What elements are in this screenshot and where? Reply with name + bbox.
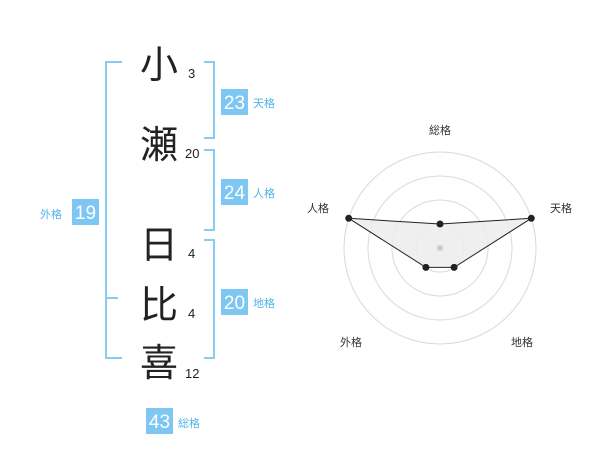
radar-point-5 xyxy=(345,214,353,222)
name-char-3: 日 xyxy=(140,223,178,267)
name-char-5: 喜 xyxy=(140,341,178,385)
radar-chart: 総格 天格 地格 外格 人格 xyxy=(307,123,572,349)
radar-point-1 xyxy=(436,220,444,228)
tenkaku-label: 天格 xyxy=(253,96,275,110)
radar-point-4 xyxy=(422,263,430,271)
tenkaku-value: 23 xyxy=(224,93,245,114)
stroke-count-2: 20 xyxy=(185,146,199,161)
name-characters: 小 3 瀬 20 日 4 比 4 喜 12 xyxy=(140,43,199,385)
tenkaku-box xyxy=(221,89,248,115)
jinkaku-box xyxy=(221,179,248,205)
gaikaku-value: 19 xyxy=(75,203,96,224)
radar-axis-label-soukaku: 総格 xyxy=(429,123,451,137)
stroke-count-5: 12 xyxy=(185,366,199,381)
chikaku-value: 20 xyxy=(224,293,245,314)
radar-point-2 xyxy=(527,214,535,222)
name-char-1: 小 xyxy=(140,43,178,87)
radar-axis-label-gaikaku: 外格 xyxy=(340,335,362,349)
stroke-count-4: 4 xyxy=(188,306,195,321)
gaikaku-bracket xyxy=(105,61,122,359)
tenkaku-result: 23 天格 xyxy=(221,89,275,115)
jinkaku-label: 人格 xyxy=(253,186,275,200)
soukaku-box xyxy=(146,408,173,434)
brackets xyxy=(105,61,215,359)
radar-ring-2 xyxy=(391,199,489,297)
name-char-2: 瀬 xyxy=(140,123,178,167)
chikaku-bracket xyxy=(204,239,215,359)
radar-center-dot xyxy=(437,245,443,251)
soukaku-value: 43 xyxy=(149,412,170,433)
chikaku-label: 地格 xyxy=(253,296,275,310)
gaikaku-result: 外格 19 xyxy=(40,199,99,225)
stroke-count-3: 4 xyxy=(188,246,195,261)
radar-ring-3 xyxy=(367,175,513,321)
stroke-count-1: 3 xyxy=(188,66,195,81)
jinkaku-bracket xyxy=(204,149,215,231)
radar-axis-label-chikaku: 地格 xyxy=(511,335,533,349)
radar-area xyxy=(348,217,532,268)
radar-axis-label-tenkaku: 天格 xyxy=(550,201,572,215)
radar-points xyxy=(345,214,535,271)
gaikaku-box xyxy=(72,199,99,225)
soukaku-label: 総格 xyxy=(178,416,200,430)
jinkaku-result: 24 人格 xyxy=(221,179,275,205)
radar-axis-label-jinkaku: 人格 xyxy=(307,201,329,215)
soukaku-result: 43 総格 xyxy=(146,408,200,434)
jinkaku-value: 24 xyxy=(224,183,246,204)
chikaku-box xyxy=(221,289,248,315)
gaikaku-label: 外格 xyxy=(40,207,62,221)
radar-point-3 xyxy=(450,263,458,271)
radar-ring-4 xyxy=(343,151,537,345)
name-char-4: 比 xyxy=(140,283,178,327)
chikaku-result: 20 地格 xyxy=(221,289,275,315)
tenkaku-bracket xyxy=(204,61,215,139)
